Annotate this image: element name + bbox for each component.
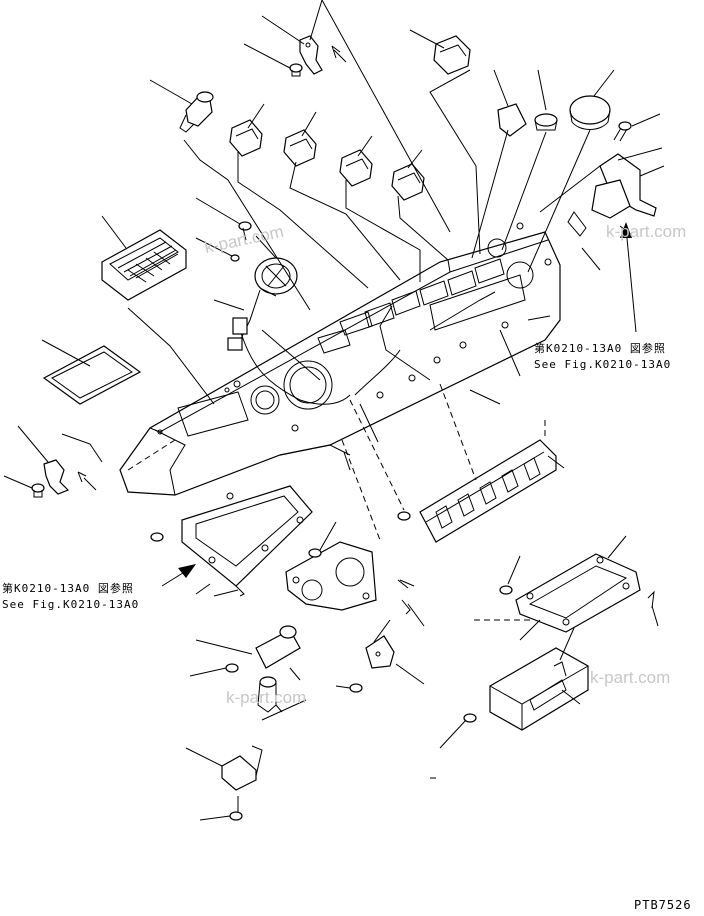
- left-bracket: [31, 459, 87, 498]
- large-round-cap: [569, 95, 611, 130]
- small-bracket-center: [349, 635, 395, 693]
- gauge-plate-center: [285, 541, 411, 615]
- watermark: k-part.com: [226, 688, 307, 707]
- connector-plate: [397, 439, 557, 543]
- socket-bracket: [225, 625, 301, 713]
- rocker-switch-4: [339, 149, 373, 187]
- watermark: k-part.com: [606, 222, 687, 241]
- gauge-plate-left: [150, 485, 313, 597]
- rocker-switch-2: [229, 119, 263, 157]
- rocker-switch-3: [283, 129, 317, 167]
- ref-label-left-jp: 第K0210-13A0 図参照: [2, 582, 134, 595]
- ref-label-right-jp: 第K0210-13A0 図参照: [534, 342, 666, 355]
- leader-lines: [3, 0, 665, 821]
- cigar-lighter: [179, 91, 214, 133]
- screw-key-1: [238, 221, 252, 241]
- bolt-top: [289, 63, 303, 77]
- dashboard-panel: [119, 231, 561, 496]
- watermark: k-part.com: [590, 668, 671, 687]
- reference-arrow-left: [161, 564, 196, 587]
- bolt-top-right: [613, 121, 632, 142]
- wire-harness: [227, 289, 496, 405]
- small-switch-cap: [497, 103, 527, 137]
- indicator-cap: [534, 113, 558, 131]
- key-switch: [254, 257, 298, 295]
- cover-plate: [42, 345, 142, 405]
- assembly-lines: [341, 383, 546, 621]
- ref-label-right-en: See Fig.K0210-13A0: [534, 358, 672, 371]
- ref-label-left-en: See Fig.K0210-13A0: [2, 598, 140, 611]
- control-box: [463, 647, 589, 731]
- drawing-code: PTB7526: [634, 898, 692, 912]
- vent-grille: [101, 229, 187, 301]
- screw-key-2: [230, 254, 240, 262]
- upper-right-bracket: [516, 153, 657, 266]
- reference-arrow-right: [620, 222, 637, 333]
- rocker-switch-1: [433, 35, 471, 75]
- bracket-top: [299, 35, 341, 75]
- rocker-switch-5: [391, 163, 425, 201]
- mounting-frame-right: [499, 553, 655, 633]
- bottom-switch: [221, 745, 263, 821]
